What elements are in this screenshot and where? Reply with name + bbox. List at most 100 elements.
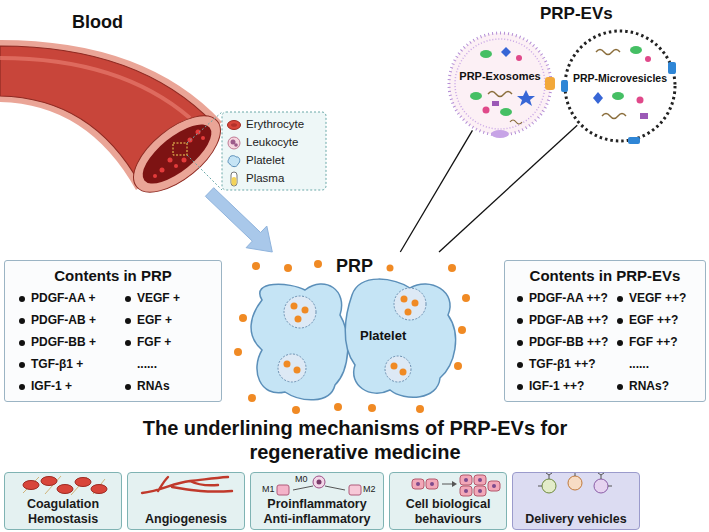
list-item: FGF +	[137, 335, 171, 349]
drawing-part	[277, 485, 289, 495]
drawing-part	[500, 108, 512, 116]
drawing-part	[480, 50, 492, 58]
drawing-part	[228, 121, 241, 130]
platelet-group: PRPPlatelet	[246, 252, 462, 408]
drawing-part	[668, 62, 676, 74]
bullet-dot	[617, 296, 623, 302]
panel-text: Coagulation Hemostasis	[9, 497, 117, 526]
legend: ErythrocyteLeukocytePlateletPlasma	[226, 116, 324, 188]
drawing-part	[201, 136, 205, 140]
drawing-part	[153, 130, 205, 179]
drawing-part	[478, 478, 482, 482]
drawing-part	[488, 481, 500, 491]
connector-line	[400, 130, 472, 252]
drawing-part	[387, 265, 394, 272]
drawing-part	[349, 485, 361, 495]
circle-text: PRP-Microvesicles	[562, 72, 678, 84]
drawing-part	[41, 477, 57, 486]
bullet-dot	[19, 362, 25, 368]
drawing-part	[295, 316, 302, 323]
cell-label: M1	[262, 484, 275, 494]
drawing-part	[458, 326, 466, 334]
drawing-part	[228, 137, 240, 149]
drawing-part	[168, 158, 173, 163]
list-item: RNAs	[137, 379, 170, 393]
drawing-part	[317, 480, 322, 485]
bullet-dot	[517, 384, 523, 390]
microvesicle-circle: PRP-Microvesicles	[562, 28, 678, 144]
drawing-part	[234, 260, 470, 414]
list-item: IGF-1 +	[31, 379, 72, 393]
drawing-part	[314, 260, 322, 268]
drawing-part	[640, 113, 648, 119]
drawing-part	[278, 354, 306, 382]
list-item: EGF +	[137, 313, 172, 327]
list-item: IGF-1 ++?	[529, 379, 584, 393]
mechanism-panel: Cell biological behaviours	[389, 472, 507, 530]
node-drawing	[446, 30, 554, 138]
drawing-part	[449, 33, 551, 135]
drawing-part	[416, 478, 496, 493]
drawing-part	[239, 314, 247, 322]
content-box: Contents in PRPPDGF-AA +PDGF-AB +PDGF-BB…	[4, 260, 222, 402]
drawing-part	[538, 473, 612, 486]
bullet-dot	[125, 340, 131, 346]
drawing-part	[594, 479, 608, 493]
node-heading: PRP	[336, 256, 373, 277]
drawing-part	[561, 80, 568, 92]
bullet-dot	[617, 340, 623, 346]
legend-row: Erythrocyte	[226, 116, 324, 134]
legend-text: Erythrocyte	[246, 118, 304, 130]
drawing-part	[416, 405, 424, 413]
drawing-part	[57, 485, 73, 494]
drawing-part	[232, 177, 237, 186]
drawing-part	[142, 477, 232, 493]
list-item: PDGF-AB +	[31, 313, 96, 327]
drawing-part	[462, 294, 470, 302]
drawing-part	[412, 479, 424, 489]
drawing-part	[412, 300, 419, 307]
mechanism-panel: Coagulation Hemostasis	[4, 472, 122, 530]
drawing-part	[234, 143, 238, 147]
drawing-part	[400, 369, 407, 376]
drawing-part	[474, 486, 486, 496]
mechanism-panel: Proinflammatory Anti-inflammatory	[250, 472, 384, 530]
node-heading: Blood	[72, 12, 123, 33]
list-item: VEGF ++?	[629, 291, 686, 305]
drawing-part	[416, 482, 420, 486]
drawing-part	[442, 484, 452, 485]
drawing-part	[173, 143, 187, 155]
panel-text: Delivery vehicles	[517, 512, 635, 526]
drawing-part	[385, 356, 411, 382]
bullet-dot	[617, 318, 623, 324]
legend-icon	[226, 171, 242, 187]
drawing-part	[394, 288, 426, 320]
drawing-part	[464, 489, 468, 493]
drawing-part	[302, 307, 309, 314]
box-heading: Contents in PRP-EVs	[505, 267, 705, 284]
drawing-part	[478, 489, 482, 493]
bullet-dot	[517, 296, 523, 302]
panel-text: Angiogenesis	[132, 512, 240, 526]
drawing-part	[293, 486, 345, 490]
cell-label: M2	[363, 484, 376, 494]
panel-text: Proinflammatory Anti-inflammatory	[255, 497, 379, 526]
drawing-part	[23, 477, 107, 494]
box-heading: Contents in PRP	[5, 267, 221, 284]
cell-label: M0	[295, 474, 308, 484]
list-item: ......	[137, 357, 157, 371]
drawing-part	[401, 296, 408, 303]
drawing-part	[292, 406, 300, 414]
mechanism-panel: Delivery vehicles	[512, 472, 640, 530]
drawing-part	[412, 475, 500, 496]
drawing-part	[231, 123, 237, 127]
drawing-part	[291, 303, 298, 310]
drawing-part	[492, 484, 496, 488]
bullet-dot	[125, 384, 131, 390]
drawing-part	[251, 284, 348, 400]
list-item: ......	[629, 357, 649, 371]
bullet-dot	[517, 362, 523, 368]
drawing-part	[542, 479, 556, 493]
drawing-part	[228, 156, 240, 167]
mechanism-panel: Angiogenesis	[127, 472, 245, 530]
